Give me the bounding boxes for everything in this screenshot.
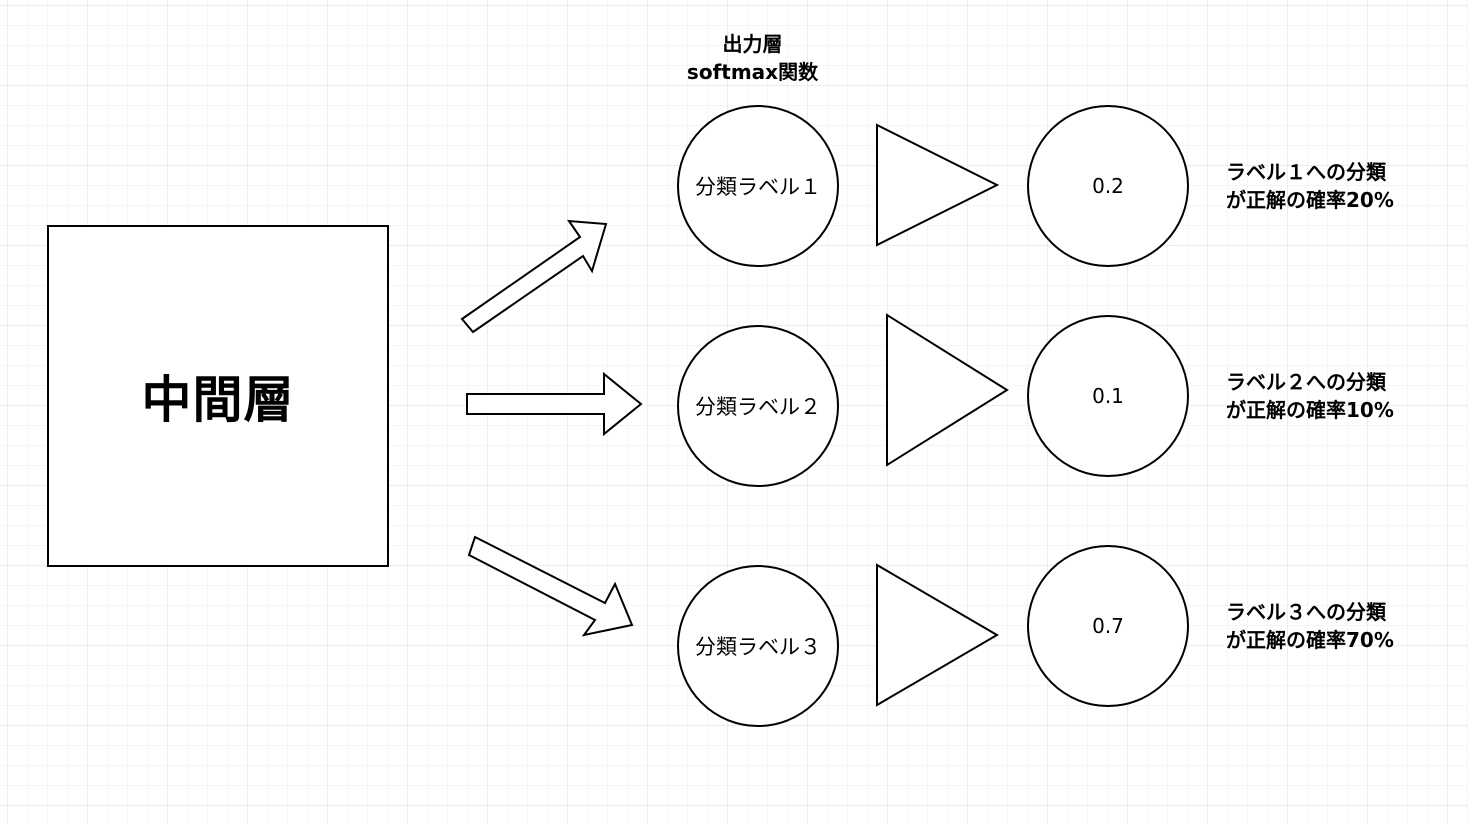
description-2-line1: ラベル２への分類	[1226, 370, 1386, 394]
description-2: ラベル２への分類 が正解の確率10%	[1226, 368, 1446, 424]
softmax-triangle-2	[886, 313, 1009, 467]
probability-node-1: 0.2	[1027, 105, 1189, 267]
output-layer-title: 出力層	[722, 32, 783, 56]
middle-layer-label: 中間層	[141, 371, 295, 429]
label-node-2-text: 分類ラベル２	[695, 395, 821, 419]
output-layer-subtitle: softmax関数	[686, 60, 819, 84]
label-node-1-text: 分類ラベル１	[695, 175, 821, 199]
probability-node-3: 0.7	[1027, 545, 1189, 707]
description-2-line2: が正解の確率10%	[1226, 398, 1394, 422]
label-node-3: 分類ラベル３	[677, 565, 839, 727]
description-3-line1: ラベル３への分類	[1226, 600, 1386, 624]
middle-layer-box: 中間層	[47, 225, 389, 567]
arrow-to-label-1	[460, 219, 608, 334]
probability-node-2-value: 0.1	[1092, 384, 1124, 408]
description-1: ラベル１への分類 が正解の確率20%	[1226, 158, 1446, 214]
arrow-to-label-3	[467, 535, 634, 637]
probability-node-1-value: 0.2	[1092, 174, 1124, 198]
label-node-1: 分類ラベル１	[677, 105, 839, 267]
arrow-to-label-2	[466, 371, 643, 437]
label-node-2: 分類ラベル２	[677, 325, 839, 487]
description-3-line2: が正解の確率70%	[1226, 628, 1394, 652]
description-3: ラベル３への分類 が正解の確率70%	[1226, 598, 1446, 654]
description-1-line2: が正解の確率20%	[1226, 188, 1394, 212]
probability-node-2: 0.1	[1027, 315, 1189, 477]
probability-node-3-value: 0.7	[1092, 614, 1124, 638]
label-node-3-text: 分類ラベル３	[695, 635, 821, 659]
description-1-line1: ラベル１への分類	[1226, 160, 1386, 184]
softmax-triangle-1	[876, 123, 1000, 247]
output-layer-header: 出力層 softmax関数	[660, 30, 845, 86]
softmax-triangle-3	[876, 563, 999, 707]
